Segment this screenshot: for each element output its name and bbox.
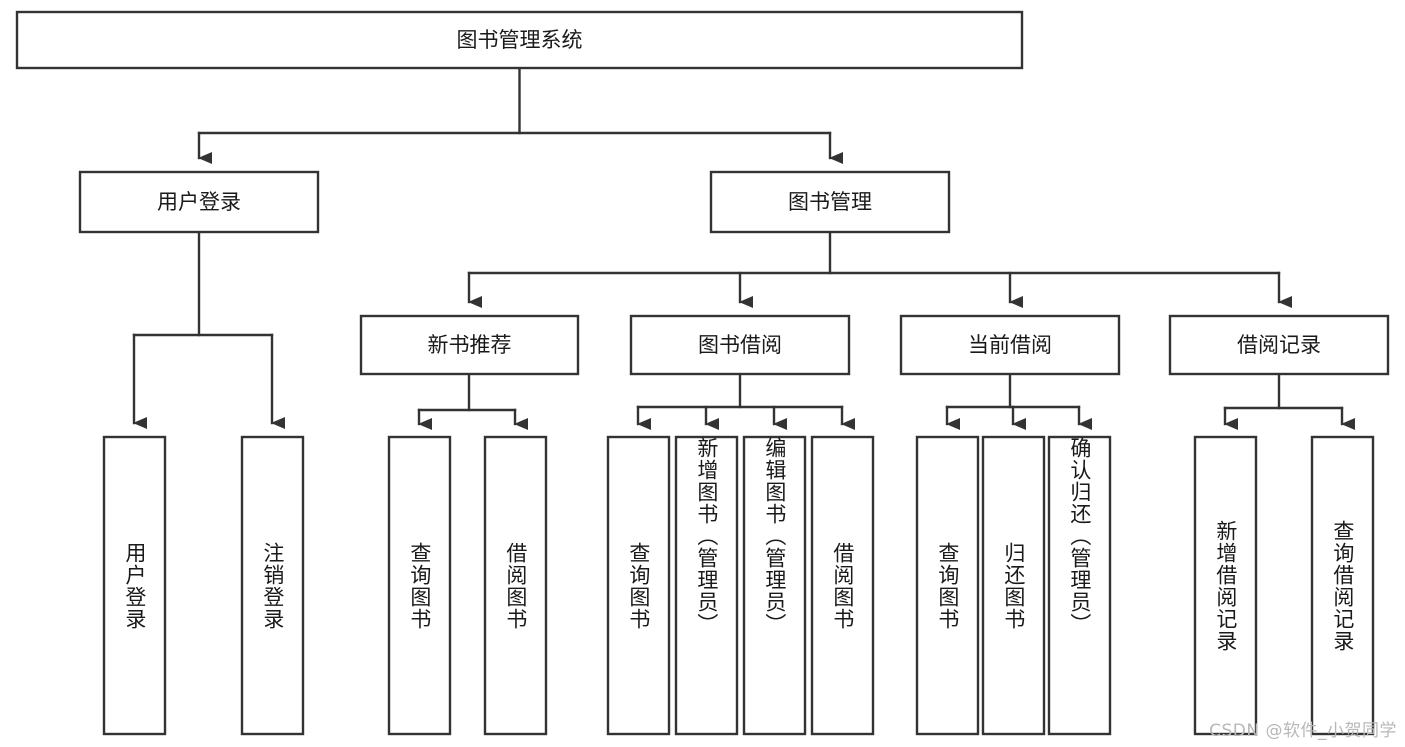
- node-root[interactable]: 图书管理系统: [15, 10, 1024, 70]
- node-book-management-label: 图书管理: [788, 190, 872, 214]
- leaf-box-query-book-2[interactable]: [606, 435, 671, 736]
- node-borrow-record[interactable]: 借阅记录: [1168, 314, 1390, 376]
- leaf-box-query-book-3[interactable]: [915, 435, 980, 736]
- connector-bookborrow-to-leaves: [636, 372, 855, 430]
- node-user-login[interactable]: 用户登录: [78, 170, 320, 234]
- leaf-box-return-book[interactable]: [981, 435, 1046, 736]
- watermark-text: CSDN @软件_小贺同学: [1209, 721, 1397, 741]
- node-new-book-recommend-label: 新书推荐: [428, 333, 512, 357]
- leaf-box-borrow-book-1[interactable]: [483, 435, 548, 736]
- connector-bookmgmt-to-level3: [467, 230, 1292, 308]
- node-current-borrow[interactable]: 当前借阅: [899, 314, 1121, 376]
- leaf-box-query-book-1[interactable]: [387, 435, 452, 736]
- node-current-borrow-label: 当前借阅: [968, 333, 1052, 357]
- connector-newbook-to-leaves: [417, 372, 528, 430]
- connector-root-to-level2: [197, 66, 843, 164]
- node-new-book-recommend[interactable]: 新书推荐: [359, 314, 580, 376]
- node-root-label: 图书管理系统: [457, 28, 583, 52]
- leaf-box-confirm-return[interactable]: [1047, 435, 1112, 736]
- node-user-login-label: 用户登录: [157, 190, 241, 214]
- node-borrow-record-label: 借阅记录: [1237, 333, 1321, 357]
- leaf-box-edit-book[interactable]: [742, 435, 807, 736]
- leaf-box-add-book[interactable]: [674, 435, 739, 736]
- leaf-box-query-record[interactable]: [1310, 435, 1375, 736]
- connector-borrowrecord-to-leaves: [1223, 372, 1355, 430]
- connector-currentborrow-to-leaves: [945, 372, 1092, 430]
- node-book-management[interactable]: 图书管理: [709, 170, 951, 234]
- node-book-borrow[interactable]: 图书借阅: [629, 314, 851, 376]
- leaf-box-borrow-book-2[interactable]: [810, 435, 875, 736]
- node-book-borrow-label: 图书借阅: [698, 333, 782, 357]
- leaf-box-logout-login[interactable]: [240, 435, 305, 736]
- connector-userlogin-to-leaves: [132, 230, 285, 429]
- leaf-box-add-record[interactable]: [1193, 435, 1258, 736]
- leaf-box-user-login[interactable]: [102, 435, 167, 736]
